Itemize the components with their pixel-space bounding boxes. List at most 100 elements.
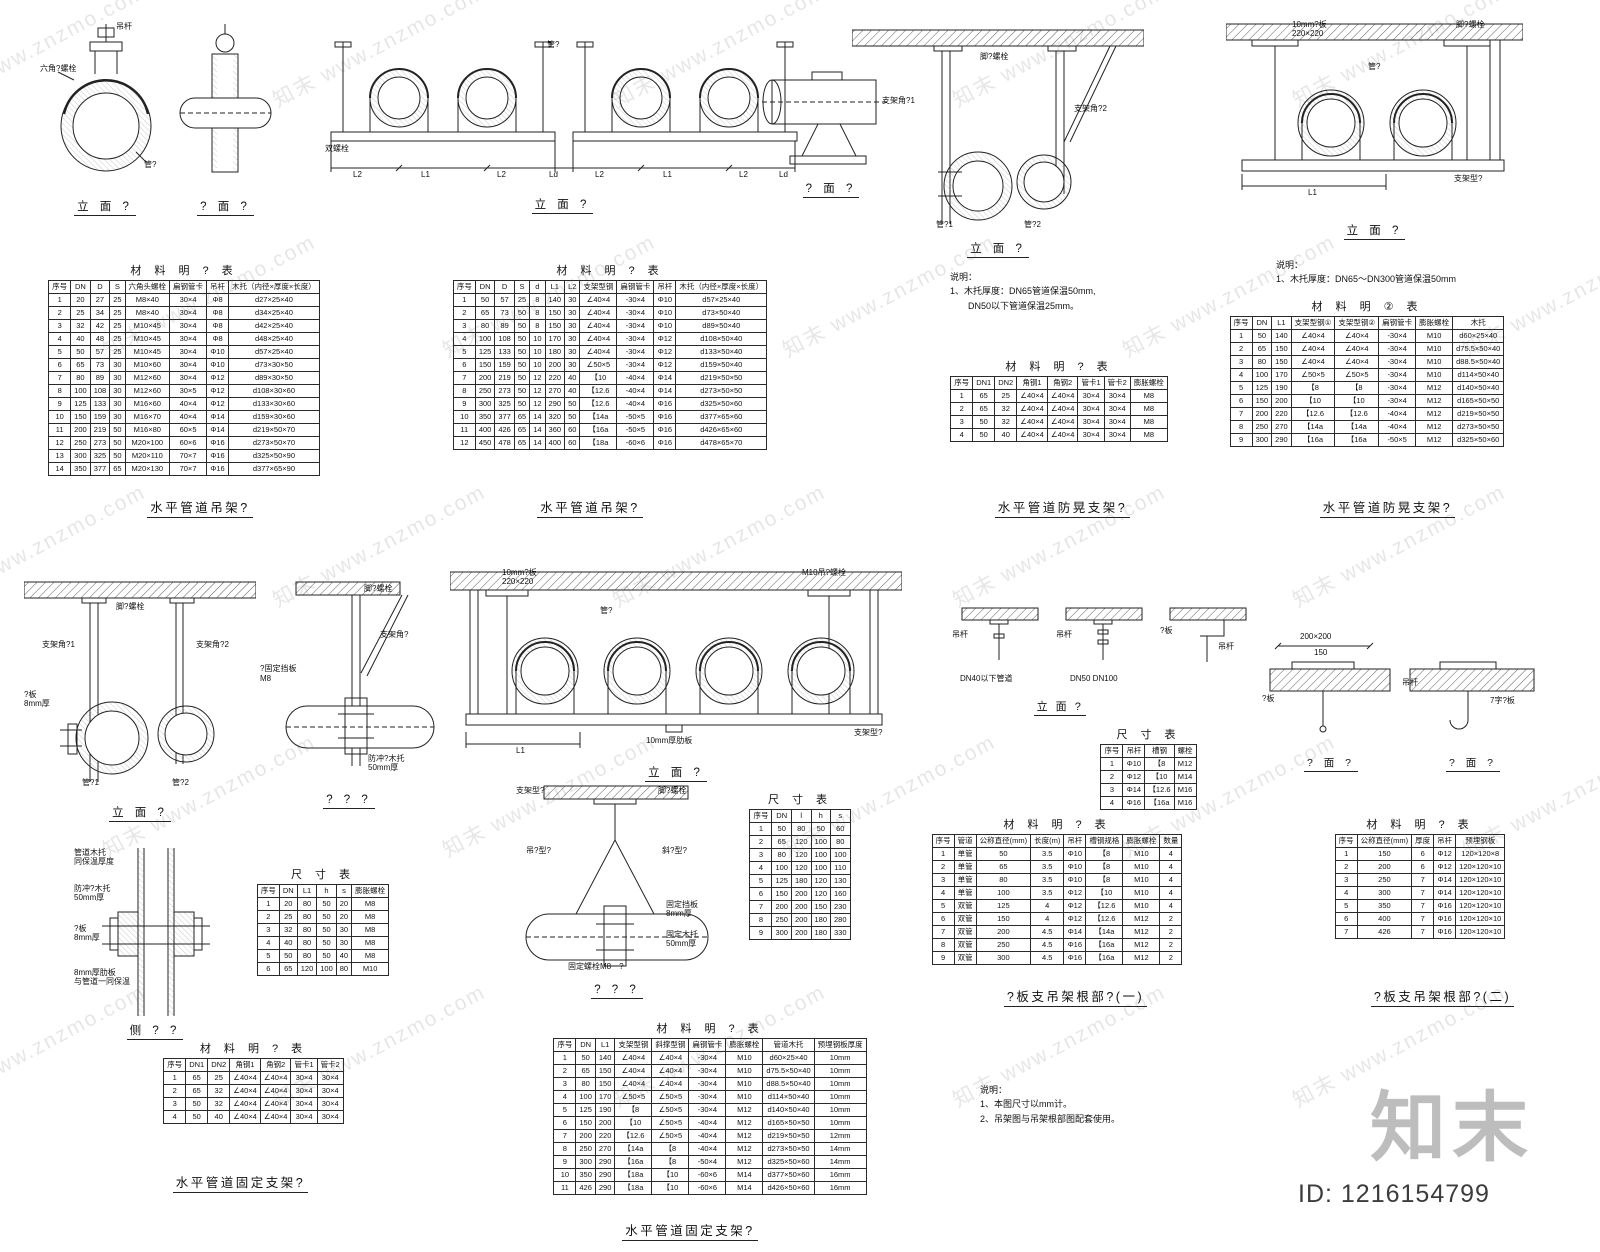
caption-text: 立 面 ? [109, 807, 171, 822]
label-plate-thickness: 8mm厚 [74, 933, 100, 942]
table-header-cell: 支架型钢② [1334, 316, 1380, 330]
table-cell: 65 [513, 423, 531, 437]
table-cell: 30 [564, 332, 581, 346]
table-cell: d325×50×60 [762, 1155, 815, 1169]
table-cell: 70×7 [169, 449, 208, 463]
table-header-cell: 管卡1 [290, 1058, 318, 1072]
table-cell: M10 [1122, 873, 1161, 887]
table-cell: 20 [335, 910, 353, 924]
table-cell: -60×6 [688, 1168, 727, 1182]
table-cell: M12×60 [124, 371, 171, 385]
table-cell: 200 [790, 913, 812, 927]
table-cell: 30 [564, 345, 581, 359]
section-caption-fixed-2: 水平管道固定支架? [560, 1220, 820, 1241]
table-cell: Φ12 [653, 345, 677, 359]
table-cell: 4 [1159, 847, 1183, 861]
table-cell: ∠40×4 [259, 1110, 292, 1124]
table-cell: 32 [207, 1084, 231, 1098]
table-cell: 320 [544, 410, 566, 424]
table-cell: 2 [163, 1084, 187, 1098]
table-cell: 50 [316, 949, 337, 963]
diagram-a-frame-hanger: 支架型? 脚?螺栓 吊?型? 斜?型? 固定挡板 8mm厚 固定木托 50mm厚… [516, 784, 718, 999]
label-anchor-bolt: 脚?螺栓 [658, 786, 687, 795]
table-cell: M10 [1415, 368, 1454, 382]
table-cell: d426×50×60 [762, 1181, 815, 1195]
table-cell: 180 [544, 345, 566, 359]
table-cell: 80 [335, 962, 353, 976]
table-cell: Φ16 [1433, 925, 1457, 939]
table-cell: Φ16 [206, 449, 230, 463]
fixed-support-drawing [24, 581, 256, 782]
table-cell: 9 [48, 397, 72, 411]
table-cell: 30×4 [169, 306, 208, 320]
table-cell: ∠40×4 [259, 1084, 292, 1098]
table-header-cell: 预埋钢板 [1455, 834, 1506, 848]
table-cell: ∠40×4 [614, 1051, 653, 1065]
dim-l2: L2 [739, 170, 748, 179]
table-cell: d60×25×40 [1452, 329, 1505, 343]
table-cell: Φ10 [1122, 757, 1146, 771]
diagram-pipe-side-view: ? 面 ? [760, 66, 902, 198]
table-cell: 27 [89, 293, 111, 307]
table-cell: 25 [109, 293, 126, 307]
caption-text: ?板支吊架根部?(二) [1370, 990, 1515, 1007]
table-cell: 273 [494, 384, 515, 398]
table-cell: 12 [48, 436, 72, 450]
table-cell: 50 [474, 293, 496, 307]
table-cell: 140 [544, 293, 566, 307]
table-cell: 【14a [614, 1142, 653, 1156]
table-cell: 108 [494, 332, 515, 346]
table-cell: 3 [452, 319, 476, 333]
table-cell: 25 [70, 306, 91, 320]
table-cell: 30×4 [1077, 428, 1105, 442]
dim-ld: Ld [779, 170, 788, 179]
table-cell: 40×4 [169, 410, 208, 424]
table-cell: 7 [452, 371, 476, 385]
table-cell: ∠40×4 [579, 332, 618, 346]
table-header-cell: 膨胀螺栓 [1122, 834, 1161, 848]
table-cell: M14 [1173, 770, 1197, 784]
table-cell: 100 [316, 962, 337, 976]
table-cell: 30 [109, 397, 126, 411]
table-cell: 125 [575, 1103, 596, 1117]
table-cell: M8 [1129, 428, 1168, 442]
table-cell: Φ12 [1433, 860, 1457, 874]
table-title: 材 料 明 ? 表 [130, 265, 238, 277]
table-cell: 125 [975, 899, 1032, 913]
table-cell: 50 [513, 397, 531, 411]
table-cell: 30×4 [290, 1071, 318, 1085]
table-header-cell: 序号 [48, 280, 72, 294]
table-cell: 32 [70, 319, 91, 333]
table-cell: 80 [296, 923, 318, 937]
table-cell: 【14a [579, 410, 618, 424]
table-header-cell: 支架型钢 [614, 1038, 653, 1052]
table-cell: 30×4 [316, 1084, 344, 1098]
table-cell: 60 [830, 822, 851, 836]
table-cell: 100 [975, 886, 1032, 900]
table-cell: 2 [553, 1064, 577, 1078]
table-cell: ∠40×4 [259, 1071, 292, 1085]
table-header-cell: 扁钢管卡 [169, 280, 208, 294]
table-cell: 40 [207, 1110, 231, 1124]
table-cell: Φ12 [206, 384, 230, 398]
table-cell: 7 [553, 1129, 577, 1143]
table-cell: 10mm [813, 1116, 867, 1130]
table-cell: 1 [1334, 847, 1358, 861]
table-cell: 4 [1159, 873, 1183, 887]
table-cell: 30×4 [169, 358, 208, 372]
table-cell: 【8 [1085, 873, 1124, 887]
table-cell: 【16a [1290, 433, 1336, 447]
